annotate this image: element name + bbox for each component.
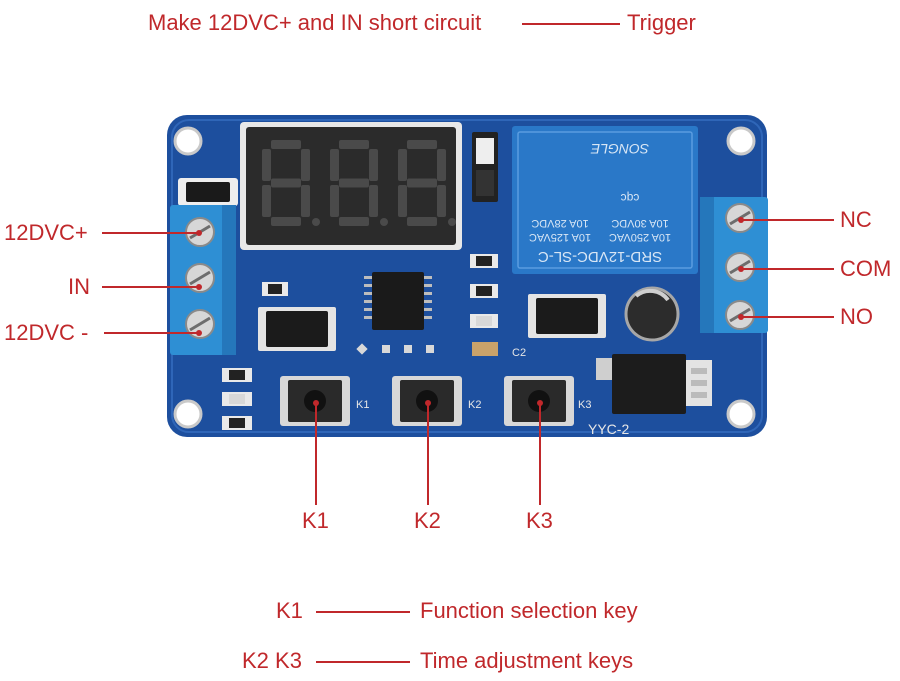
display-segment xyxy=(330,149,339,181)
leader-dot xyxy=(196,330,202,336)
display-segment xyxy=(398,149,407,181)
display-segment xyxy=(330,185,339,217)
label-k1: K1 xyxy=(302,508,329,533)
trigger-label: Trigger xyxy=(627,10,696,35)
silk-k1: K1 xyxy=(356,399,369,411)
label-com: COM xyxy=(840,256,892,281)
screw xyxy=(185,309,215,339)
display-segment xyxy=(339,217,369,226)
label-no: NO xyxy=(840,304,873,329)
display-segment xyxy=(369,185,378,217)
leader-line xyxy=(102,232,198,234)
label-k3: K3 xyxy=(526,508,553,533)
mounting-hole xyxy=(726,126,756,156)
leader-line xyxy=(427,403,429,505)
leader-line xyxy=(104,332,198,334)
screw xyxy=(185,263,215,293)
leader-line xyxy=(742,316,834,318)
cap-label: C2 xyxy=(512,347,526,359)
label-12dvc-plus: 12DVC+ xyxy=(4,220,88,245)
display-segment xyxy=(407,178,437,188)
display-segment xyxy=(262,185,271,217)
board-model: YYC-2 xyxy=(588,421,629,437)
display-digits xyxy=(262,140,456,226)
display-segment xyxy=(369,149,378,181)
trigger-note-text: Make 12DVC+ and IN short circuit xyxy=(148,10,482,35)
relay-cert: cqc xyxy=(621,191,640,205)
display-segment xyxy=(339,140,369,149)
voltage-regulator xyxy=(596,358,612,380)
capacitor xyxy=(624,286,680,342)
display-segment xyxy=(407,217,437,226)
leader-line xyxy=(742,219,834,221)
leader-dot xyxy=(738,314,744,320)
leader-line xyxy=(315,403,317,505)
leader-line xyxy=(539,403,541,505)
label-12dvc-minus: 12DVC - xyxy=(4,320,89,345)
legend-line xyxy=(316,661,410,663)
legend-key-2: K2 K3 xyxy=(242,648,302,673)
label-k2: K2 xyxy=(414,508,441,533)
legend-line xyxy=(316,611,410,613)
relay-rating: 10A 28VDC xyxy=(531,217,589,229)
legend-desc-1: Function selection key xyxy=(420,598,638,623)
leader-dot xyxy=(196,230,202,236)
relay-rating: 10A 125VAC xyxy=(529,231,591,243)
silk-k2: K2 xyxy=(468,399,481,411)
display-segment xyxy=(271,178,301,188)
relay-rating: 10A 250VAC xyxy=(609,231,671,243)
display-dot xyxy=(380,218,388,226)
relay-brand: SONGLE xyxy=(590,141,649,157)
mounting-hole xyxy=(173,399,203,429)
leader-dot xyxy=(738,266,744,272)
label-nc: NC xyxy=(840,207,872,232)
smd-components xyxy=(222,254,498,430)
leader-dot xyxy=(196,284,202,290)
label-in: IN xyxy=(68,274,90,299)
display-segment xyxy=(301,149,310,181)
silk-k3: K3 xyxy=(578,399,591,411)
display-segment xyxy=(339,178,369,188)
mounting-hole xyxy=(173,126,203,156)
relay xyxy=(512,126,698,274)
display-segment xyxy=(437,185,446,217)
display-segment xyxy=(262,149,271,181)
display-dot xyxy=(312,218,320,226)
leader-dot xyxy=(738,217,744,223)
legend-key-1: K1 xyxy=(276,598,303,623)
trigger-note-line xyxy=(522,23,620,25)
display-segment xyxy=(271,140,301,149)
relay-rating: 10A 30VDC xyxy=(611,217,669,229)
display-segment xyxy=(407,140,437,149)
mounting-hole xyxy=(726,399,756,429)
leader-line xyxy=(102,286,198,288)
display-segment xyxy=(301,185,310,217)
relay-model: SRD-12VDC-SL-C xyxy=(538,248,662,265)
display-segment xyxy=(437,149,446,181)
ic-chip xyxy=(372,272,424,330)
display-segment xyxy=(398,185,407,217)
display-dot xyxy=(448,218,456,226)
legend-desc-2: Time adjustment keys xyxy=(420,648,634,673)
display-segment xyxy=(271,217,301,226)
leader-line xyxy=(742,268,834,270)
